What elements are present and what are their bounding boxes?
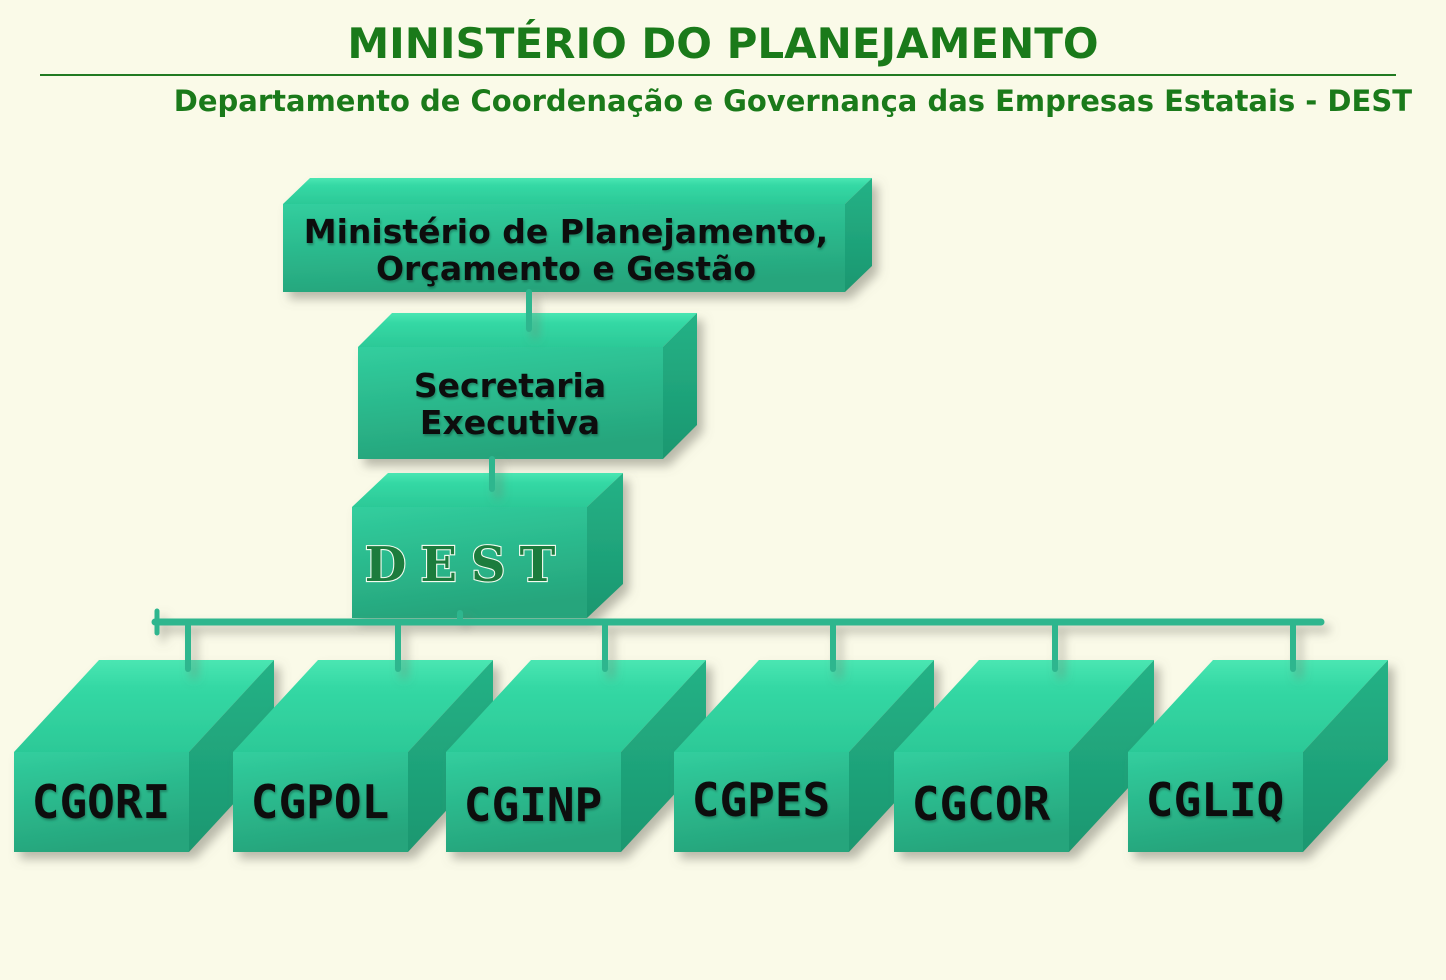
node-cgori: CGORI <box>14 660 274 852</box>
node-cgliq-top-face <box>1128 660 1388 752</box>
node-cginp-side-face <box>621 660 706 852</box>
node-cgpes: CGPES <box>674 660 934 852</box>
node-cgcor: CGCOR <box>894 660 1154 852</box>
node-dest-top-face <box>352 473 623 507</box>
node-cgcor-side-face <box>1069 660 1154 852</box>
node-cginp: CGINP <box>446 660 706 852</box>
node-cgpol-label: CGPOL <box>251 775 389 829</box>
node-dest-label: DEST <box>365 537 570 593</box>
node-secretaria-label-line2: Executiva <box>420 403 600 442</box>
node-ministerio-front-face <box>283 204 845 292</box>
page-title: MINISTÉRIO DO PLANEJAMENTO <box>347 19 1099 68</box>
node-cgliq-front-face <box>1128 752 1303 852</box>
node-cginp-top-face <box>446 660 706 752</box>
node-secretaria-side-face <box>663 313 697 459</box>
node-cgpes-side-face <box>849 660 934 852</box>
title-divider <box>40 74 1396 76</box>
node-cgcor-front-face <box>894 752 1069 852</box>
node-ministerio: Ministério de Planejamento, Orçamento e … <box>283 178 872 292</box>
node-dest-front-face <box>352 507 587 618</box>
node-cgpes-front-face <box>674 752 849 852</box>
node-cgliq-label: CGLIQ <box>1146 773 1284 827</box>
node-secretaria-label-line1: Secretaria <box>414 366 606 405</box>
node-ministerio-top-face <box>283 178 872 204</box>
node-cgcor-label: CGCOR <box>912 777 1051 831</box>
node-cgpes-top-face <box>674 660 934 752</box>
node-cgori-label: CGORI <box>32 775 170 829</box>
node-ministerio-label-line2: Orçamento e Gestão <box>376 249 756 288</box>
node-ministerio-side-face <box>845 178 872 292</box>
node-cgpol-top-face <box>233 660 493 752</box>
node-ministerio-label-line1: Ministério de Planejamento, <box>304 212 828 251</box>
node-cgori-top-face <box>14 660 274 752</box>
page-subtitle: Departamento de Coordenação e Governança… <box>173 84 1412 118</box>
node-cgliq: CGLIQ <box>1128 660 1388 852</box>
node-cgpol-front-face <box>233 752 408 852</box>
node-cgori-front-face <box>14 752 189 852</box>
node-cgliq-side-face <box>1303 660 1388 852</box>
node-secretaria: Secretaria Executiva <box>358 313 697 459</box>
node-cgpes-label: CGPES <box>692 773 830 827</box>
node-cginp-front-face <box>446 752 621 852</box>
node-secretaria-front-face <box>358 347 663 459</box>
connectors <box>151 289 1325 672</box>
node-cgcor-top-face <box>894 660 1154 752</box>
node-cginp-label: CGINP <box>464 778 602 832</box>
node-dest-side-face <box>587 473 623 618</box>
node-cgori-side-face <box>189 660 274 852</box>
node-dest: DEST <box>352 473 623 618</box>
